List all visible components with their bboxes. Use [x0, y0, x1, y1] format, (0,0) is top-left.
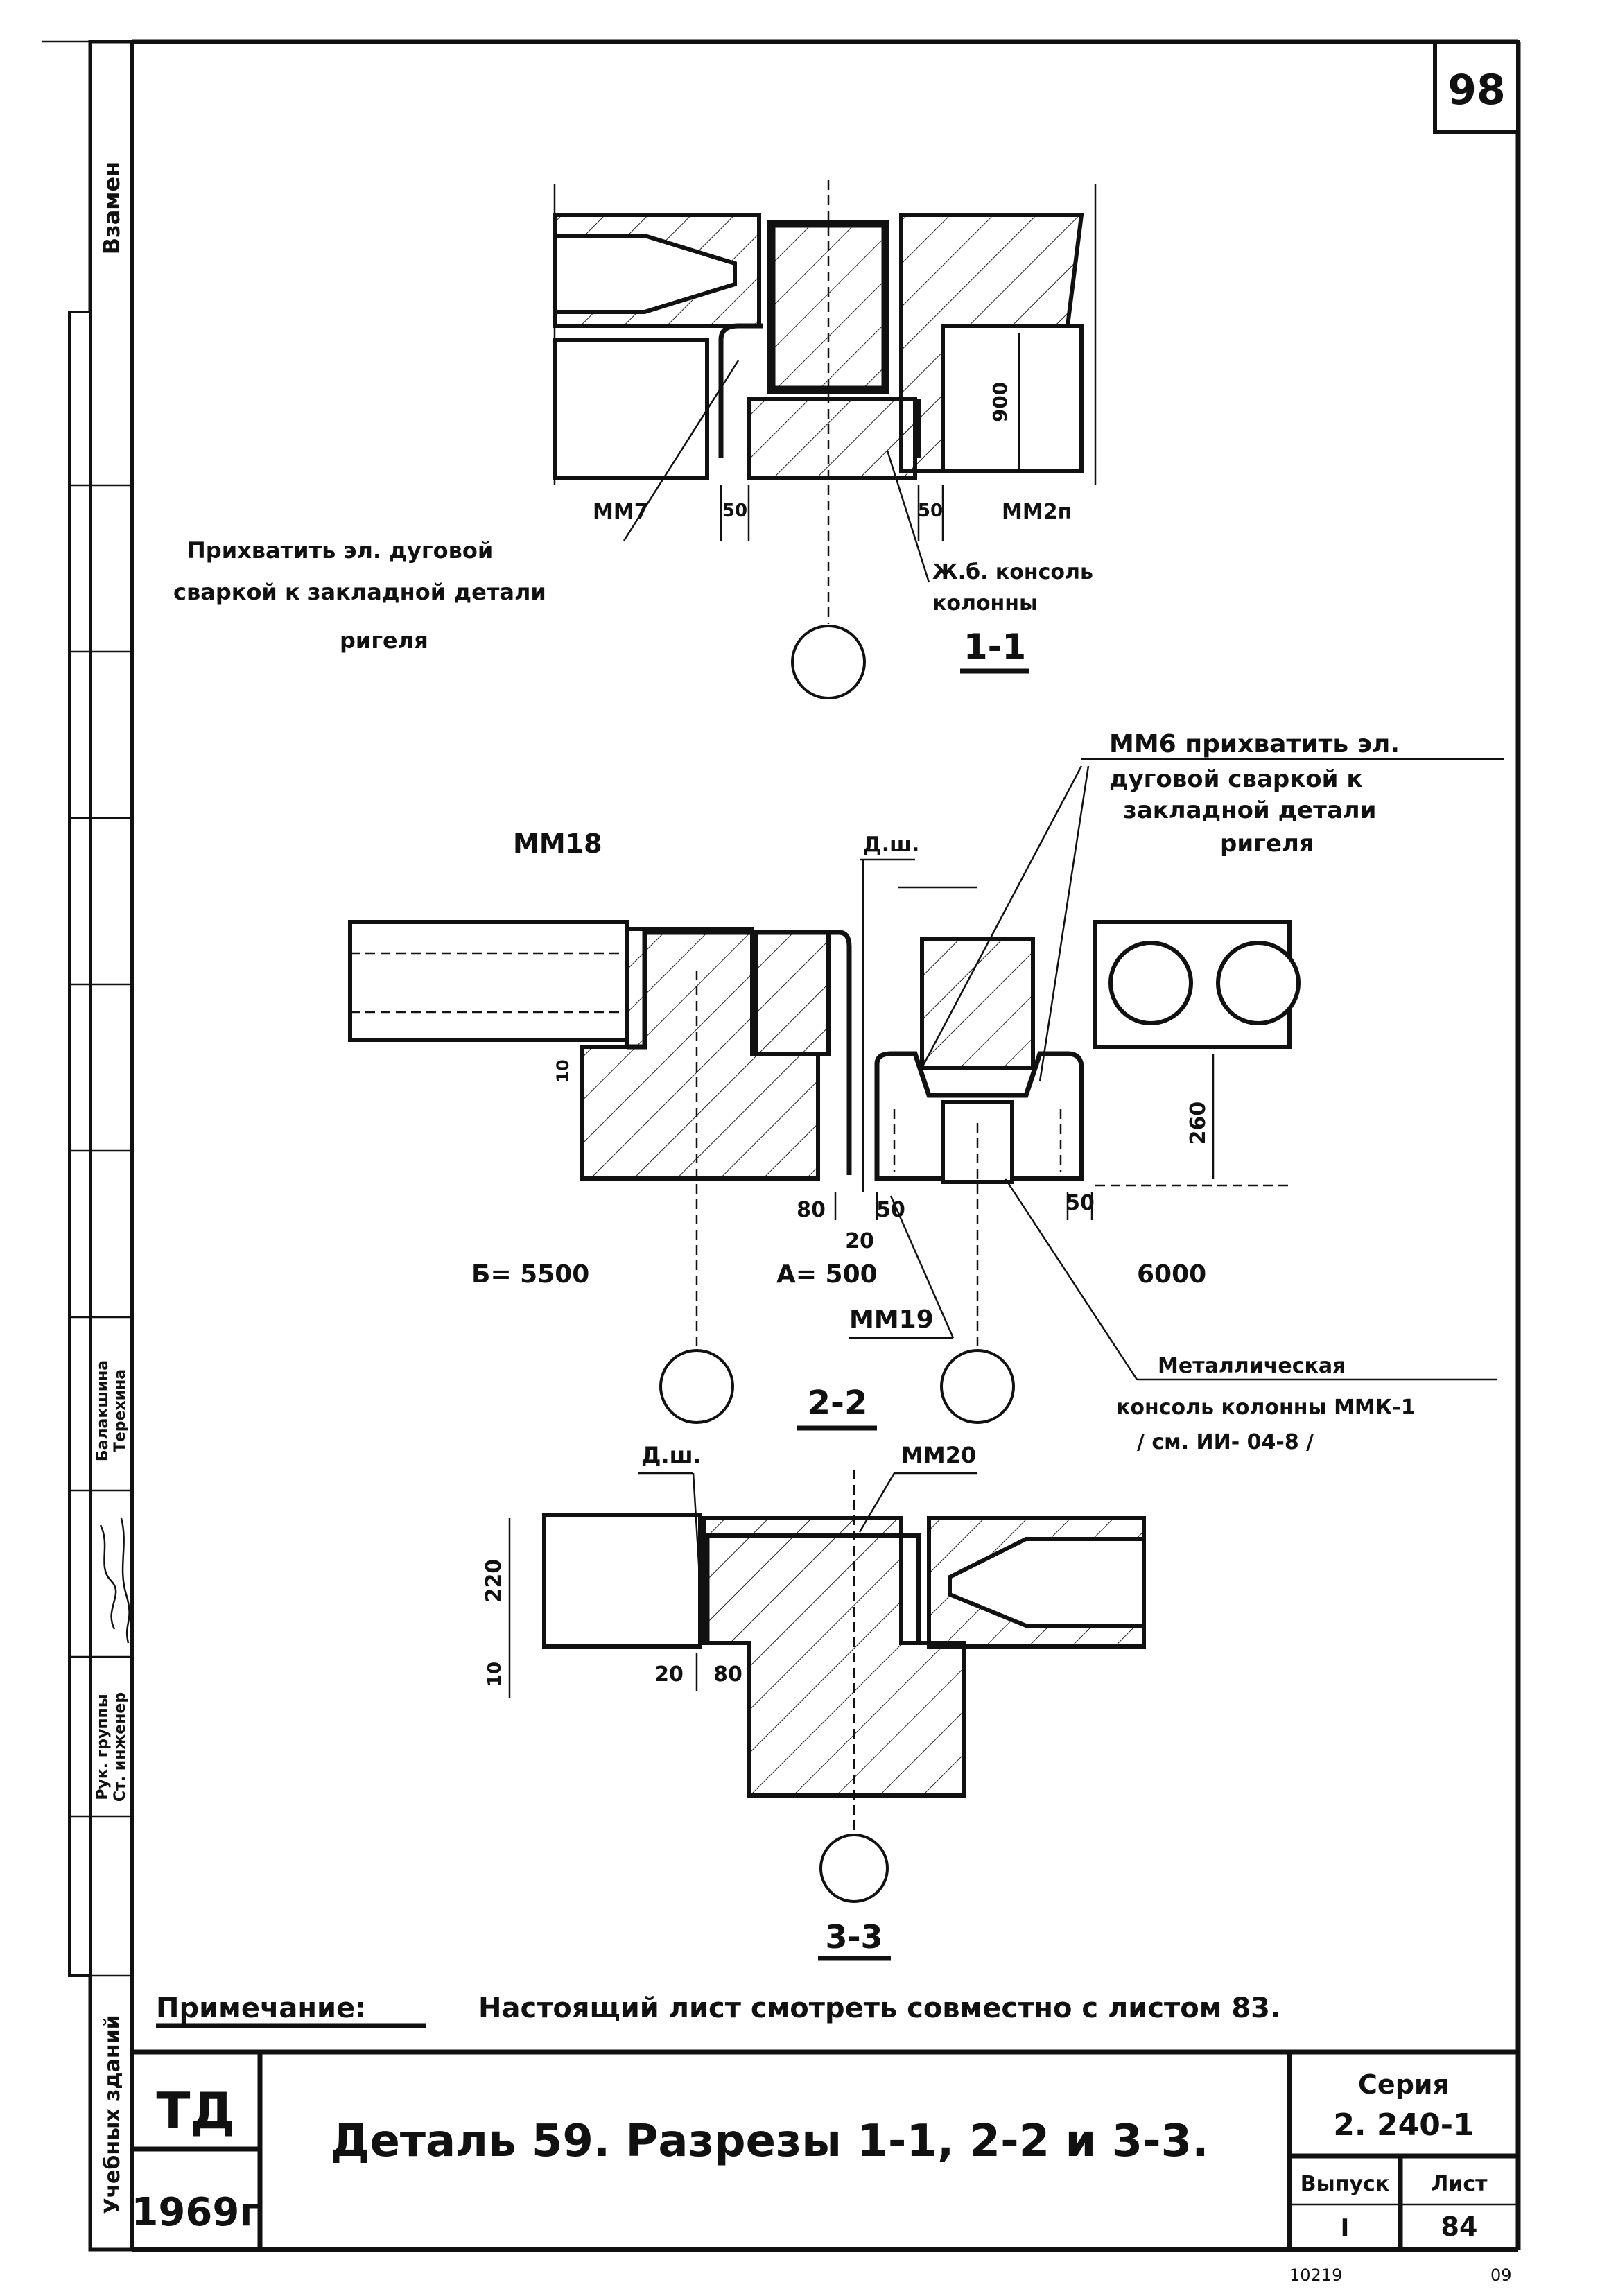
label-dsh: Д.ш. [641, 1442, 702, 1468]
issue-label: Выпуск [1301, 2172, 1389, 2196]
metal-note-line-2: консоль колонны ММК-1 [1116, 1395, 1416, 1420]
section-title-2-2: 2-2 [808, 1384, 868, 1423]
steel-angle-mm20 [704, 1533, 921, 1643]
dim-50-left: 50 [722, 501, 747, 521]
label-mm18: ММ18 [513, 828, 602, 859]
title-block: ТД 1969г Деталь 59. Разрезы 1-1, 2-2 и 3… [131, 2049, 1518, 2250]
rib-beam [702, 1516, 966, 1798]
beam-right [941, 324, 1084, 473]
role-2: Ст. инженер [112, 1692, 129, 1802]
label-mm20: ММ20 [901, 1442, 976, 1468]
mm6-note-line-3: закладной детали [1123, 797, 1376, 824]
steel-console-u [874, 1051, 1084, 1181]
note-text: Настоящий лист смотреть совместно с лист… [478, 1992, 1280, 2024]
section-2-2: 80 50 20 50 10 260 ММ18 Д.ш. Б= 5500 А= … [348, 730, 1504, 1454]
weld-note-line-2: сваркой к закладной детали [173, 579, 546, 605]
axis-bubble-2-2-right [940, 1349, 1015, 1424]
dim-10: 10 [485, 1662, 505, 1687]
slab-void-cone [553, 234, 737, 314]
sheet-number-box: 98 [1433, 40, 1520, 134]
note-label: Примечание: [156, 1992, 366, 2024]
slab-void-1 [1108, 941, 1193, 1025]
dim-220: 220 [482, 1559, 506, 1603]
weld-note-line-3: ригеля [340, 627, 428, 654]
series-value: 2. 240-1 [1333, 2107, 1474, 2143]
sheet-number: 98 [1447, 66, 1506, 114]
slab-void-cone [948, 1537, 1146, 1628]
mm6-note-line-4: ригеля [1220, 830, 1314, 858]
dim-50-right: 50 [918, 501, 943, 521]
steel-angle-mm7 [718, 323, 763, 458]
name-2: Терехина [112, 1369, 129, 1452]
label-mm7: ММ7 [593, 500, 649, 524]
axis-bubble-3-3 [819, 1834, 889, 1903]
mm6-note-line-1: ММ6 прихватить эл. [1109, 730, 1400, 758]
span-a: А= 500 [776, 1260, 878, 1289]
column-console [747, 397, 917, 480]
label-mm19: ММ19 [849, 1305, 934, 1334]
console-note-line-2: колонны [932, 591, 1038, 616]
dim-900: 900 [989, 382, 1011, 422]
series-label: Серия [1358, 2069, 1450, 2100]
rib-beam-left [580, 927, 820, 1181]
vzamen-label: Взамен [98, 162, 125, 255]
axis-bubble-2-2-left [659, 1349, 734, 1424]
drawing-title: Деталь 59. Разрезы 1-1, 2-2 и 3-3. [331, 2116, 1209, 2167]
label-mm2p: ММ2п [1002, 500, 1072, 524]
span-c: 6000 [1137, 1260, 1206, 1289]
sheet-value: 84 [1441, 2211, 1478, 2242]
footer-right-code: 09 [1490, 2265, 1512, 2285]
signature-2 [120, 1517, 130, 1644]
span-b: Б= 5500 [471, 1260, 589, 1289]
section-3-3: 220 10 20 80 Д.ш. ММ20 3-3 [482, 1442, 1146, 1961]
section-1-1: 900 50 50 ММ7 ММ2п Прихватить эл. дугово… [173, 180, 1097, 699]
dim-260: 260 [1186, 1102, 1210, 1145]
slab-left [542, 1513, 702, 1649]
general-note: Примечание: Настоящий лист смотреть совм… [156, 1992, 1280, 2028]
metal-note-line-3: / см. ИИ- 04-8 / [1137, 1430, 1314, 1454]
sheet-label: Лист [1431, 2172, 1488, 2196]
dim-10: 10 [553, 1059, 573, 1082]
issue-value: I [1341, 2214, 1350, 2242]
name-1: Балакшина [94, 1360, 112, 1461]
steel-console-mmk1 [941, 1100, 1014, 1184]
footer-left-code: 10219 [1289, 2265, 1342, 2285]
embedded-plate [770, 223, 887, 391]
hollow-slab-left [348, 920, 629, 1042]
dim-80: 80 [713, 1662, 742, 1687]
section-title-1-1: 1-1 [964, 627, 1026, 667]
steel-angle-mm18 [627, 930, 852, 1175]
rib-beam [767, 220, 889, 394]
metal-note-line-1: Металлическая [1158, 1354, 1346, 1378]
signature-1 [99, 1524, 117, 1630]
side-stamp: Взамен Рук. группы Ст. инженер Балакшина… [68, 40, 134, 2252]
org-code: ТД [156, 2082, 234, 2140]
lower-wall [553, 338, 709, 480]
axis-bubble-1-1 [791, 625, 866, 699]
label-dsh: Д.ш. [863, 833, 919, 857]
weld-note-line-1: Прихватить эл. дуговой [187, 537, 493, 564]
rib-beam-right [920, 937, 1035, 1070]
dim-20: 20 [654, 1662, 684, 1687]
role-1: Рук. группы [94, 1694, 112, 1800]
dim-80: 80 [797, 1198, 826, 1222]
rib-cap-left [754, 930, 831, 1056]
dim-50-b: 50 [1066, 1191, 1095, 1215]
institute-label: Учебных зданий [101, 2015, 125, 2214]
mm6-note-line-2: дуговой сваркой к [1109, 765, 1362, 793]
slab-void-2 [1216, 941, 1301, 1025]
year: 1969г [131, 2190, 259, 2235]
dim-20: 20 [845, 1229, 874, 1253]
section-title-3-3: 3-3 [825, 1918, 882, 1956]
console-note-line-1: Ж.б. консоль [932, 560, 1093, 584]
